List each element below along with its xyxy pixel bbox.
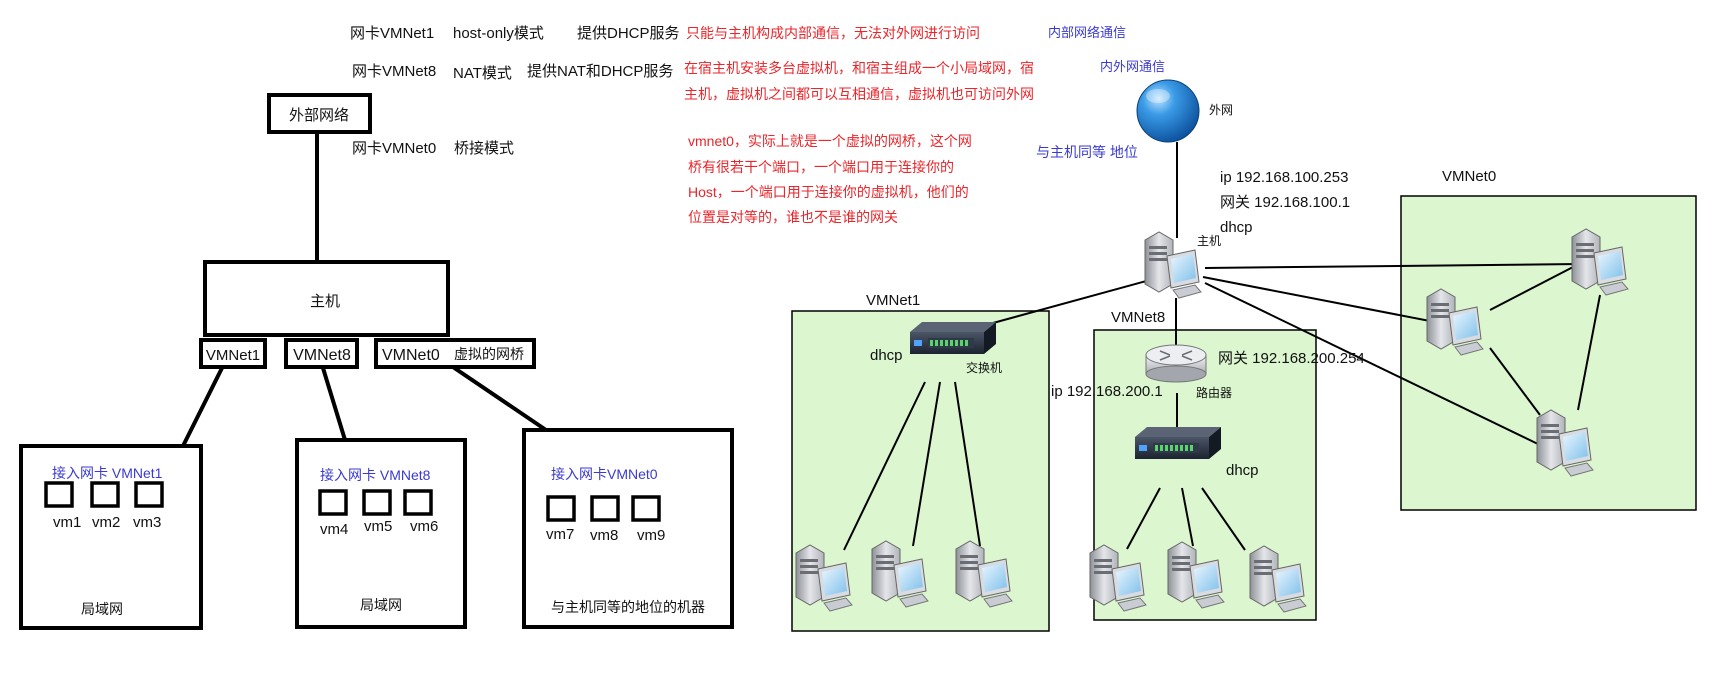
bridge-desc-line: vmnet0，实际上就是一个虚拟的网桥，这个网 [688, 133, 972, 149]
bridge-desc-line: 桥有很若干个端口，一个端口用于连接你的 [688, 159, 954, 175]
group-footer: 局域网 [81, 601, 123, 617]
group-title: 接入网卡 VMNet8 [320, 467, 431, 483]
vm-label: vm5 [364, 518, 392, 535]
vmnet1-link [181, 367, 224, 447]
note-vmnet8-service: 提供NAT和DHCP服务 [527, 63, 673, 80]
group-title: 接入网卡VMNet0 [551, 466, 658, 482]
vm0a-vm0c-link [1577, 294, 1601, 411]
switch-label: 交换机 [966, 360, 1002, 375]
switch1-pc-link [843, 381, 926, 551]
port-vmnet1: VMNet1 [199, 338, 267, 369]
note-vmnet0-nic: 网卡VMNet0 [352, 140, 436, 157]
switch8-pc-link [1126, 487, 1161, 550]
port-vmnet0-label: VMNet0 [382, 347, 440, 364]
host-switch1-link [992, 279, 1151, 324]
host-label: 主机 [310, 293, 340, 310]
zone-vmnet1-title: VMNet1 [866, 292, 920, 309]
switch1-pc-link [912, 381, 941, 547]
switch-icon [910, 322, 996, 354]
vm-label: vm9 [637, 527, 665, 544]
bridge-desc-line: 位置是对等的，谁也不是谁的网关 [688, 209, 898, 225]
vm0a-vm0b-link [1489, 265, 1576, 311]
lan-group-vmnet0: 接入网卡VMNet0 vm7 vm8 vm9 与主机同等的地位的机器 [522, 428, 734, 629]
virtual-bridge-label: 虚拟的网桥 [454, 346, 524, 362]
globe-icon [1136, 79, 1200, 143]
vm-box [546, 495, 576, 522]
host-dhcp: dhcp [1220, 219, 1253, 236]
vm0b-vm0c-link [1489, 347, 1541, 416]
router-icon [1145, 344, 1207, 383]
vm-box [90, 481, 120, 508]
notes: 网卡VMNet1 host-only模式 提供DHCP服务 只能与主机构成内部通… [350, 25, 1165, 225]
external-network-box: 外部网络 [267, 93, 372, 134]
switch8-pc-link [1201, 487, 1246, 551]
group-title: 接入网卡 VMNet1 [52, 465, 163, 481]
vm-box [403, 489, 433, 516]
switch-icon [1135, 427, 1221, 459]
vm-box [631, 495, 661, 522]
left-topology: 外部网络 主机 VMNet1 VMNet8 VMNet0 虚拟的网桥 接入网卡 … [19, 93, 734, 630]
host-vm0b-link [1202, 276, 1436, 323]
internet-label: 外网 [1209, 103, 1233, 117]
host-gateway: 网关 192.168.100.1 [1220, 194, 1350, 211]
port-vmnet0: VMNet0 虚拟的网桥 [374, 338, 536, 369]
note-vmnet8-nic: 网卡VMNet8 [352, 63, 436, 80]
right-topology: 外网 主机 ip 192.168.100.253 网关 192.168.100.… [791, 79, 1697, 632]
vm-label: vm1 [53, 514, 81, 531]
vmnet1-dhcp: dhcp [870, 347, 903, 364]
note-vmnet1-service: 提供DHCP服务 [577, 25, 680, 42]
group-footer: 与主机同等的地位的机器 [551, 599, 705, 615]
note-vmnet8-mode: NAT模式 [453, 65, 512, 82]
note-vmnet1-tag: 内部网络通信 [1048, 25, 1126, 40]
vm-label: vm8 [590, 527, 618, 544]
zone-vmnet0-title: VMNet0 [1442, 168, 1496, 185]
bridge-description: vmnet0，实际上就是一个虚拟的网桥，这个网 桥有很若干个端口，一个端口用于连… [688, 133, 972, 225]
vmnet8-ip: ip 192.168.200.1 [1051, 383, 1163, 400]
port-vmnet8: VMNet8 [284, 338, 359, 369]
note-vmnet8-desc-2: 主机，虚拟机之间都可以互相通信，虚拟机也可访问外网 [684, 86, 1034, 102]
host-vm0c-link [1204, 282, 1541, 446]
note-vmnet1-desc: 只能与主机构成内部通信，无法对外网进行访问 [686, 25, 980, 41]
note-vmnet1-mode: host-only模式 [453, 25, 544, 42]
vm-box [318, 489, 348, 516]
vm-label: vm2 [92, 514, 120, 531]
vm-box [134, 481, 164, 508]
vm-label: vm7 [546, 526, 574, 543]
server-icon [1144, 231, 1202, 299]
port-vmnet8-label: VMNet8 [293, 347, 351, 364]
vmnet0-link [448, 363, 548, 432]
vmnet8-gateway: 网关 192.168.200.254 [1218, 350, 1365, 367]
switch1-pc-link [954, 381, 981, 547]
vm-label: vm3 [133, 514, 161, 531]
topology-links [843, 142, 1601, 551]
vm-box [362, 489, 392, 516]
lan-group-vmnet1: 接入网卡 VMNet1 vm1 vm2 vm3 局域网 [19, 444, 203, 630]
vm-box [590, 495, 620, 522]
note-vmnet8-tag: 内外网通信 [1100, 59, 1165, 74]
zone-vmnet8-title: VMNet8 [1111, 309, 1165, 326]
note-vmnet0-mode: 桥接模式 [454, 140, 514, 157]
vm-box [44, 481, 74, 508]
bridge-desc-line: Host，一个端口用于连接你的虚拟机，他们的 [688, 184, 969, 200]
router-label: 路由器 [1196, 385, 1232, 400]
group-footer: 局域网 [360, 597, 402, 613]
vmnet8-link [321, 367, 347, 441]
note-vmnet8-desc-1: 在宿主机安装多台虚拟机，和宿主组成一个小局域网，宿 [684, 60, 1034, 76]
host-server-label: 主机 [1197, 234, 1221, 248]
port-vmnet1-label: VMNet1 [206, 347, 260, 364]
host-box: 主机 [203, 260, 450, 337]
note-vmnet1-nic: 网卡VMNet1 [350, 25, 434, 42]
host-ip: ip 192.168.100.253 [1220, 169, 1348, 186]
vm-label: vm4 [320, 521, 348, 538]
vm-label: vm6 [410, 518, 438, 535]
bridge-tag: 与主机同等 地位 [1036, 144, 1138, 160]
lan-group-vmnet8: 接入网卡 VMNet8 vm4 vm5 vm6 局域网 [295, 438, 467, 629]
vmnet8-dhcp: dhcp [1226, 462, 1259, 479]
host-vm0a-link [1204, 263, 1581, 269]
switch8-pc-link [1181, 487, 1194, 547]
external-network-label: 外部网络 [289, 107, 349, 124]
